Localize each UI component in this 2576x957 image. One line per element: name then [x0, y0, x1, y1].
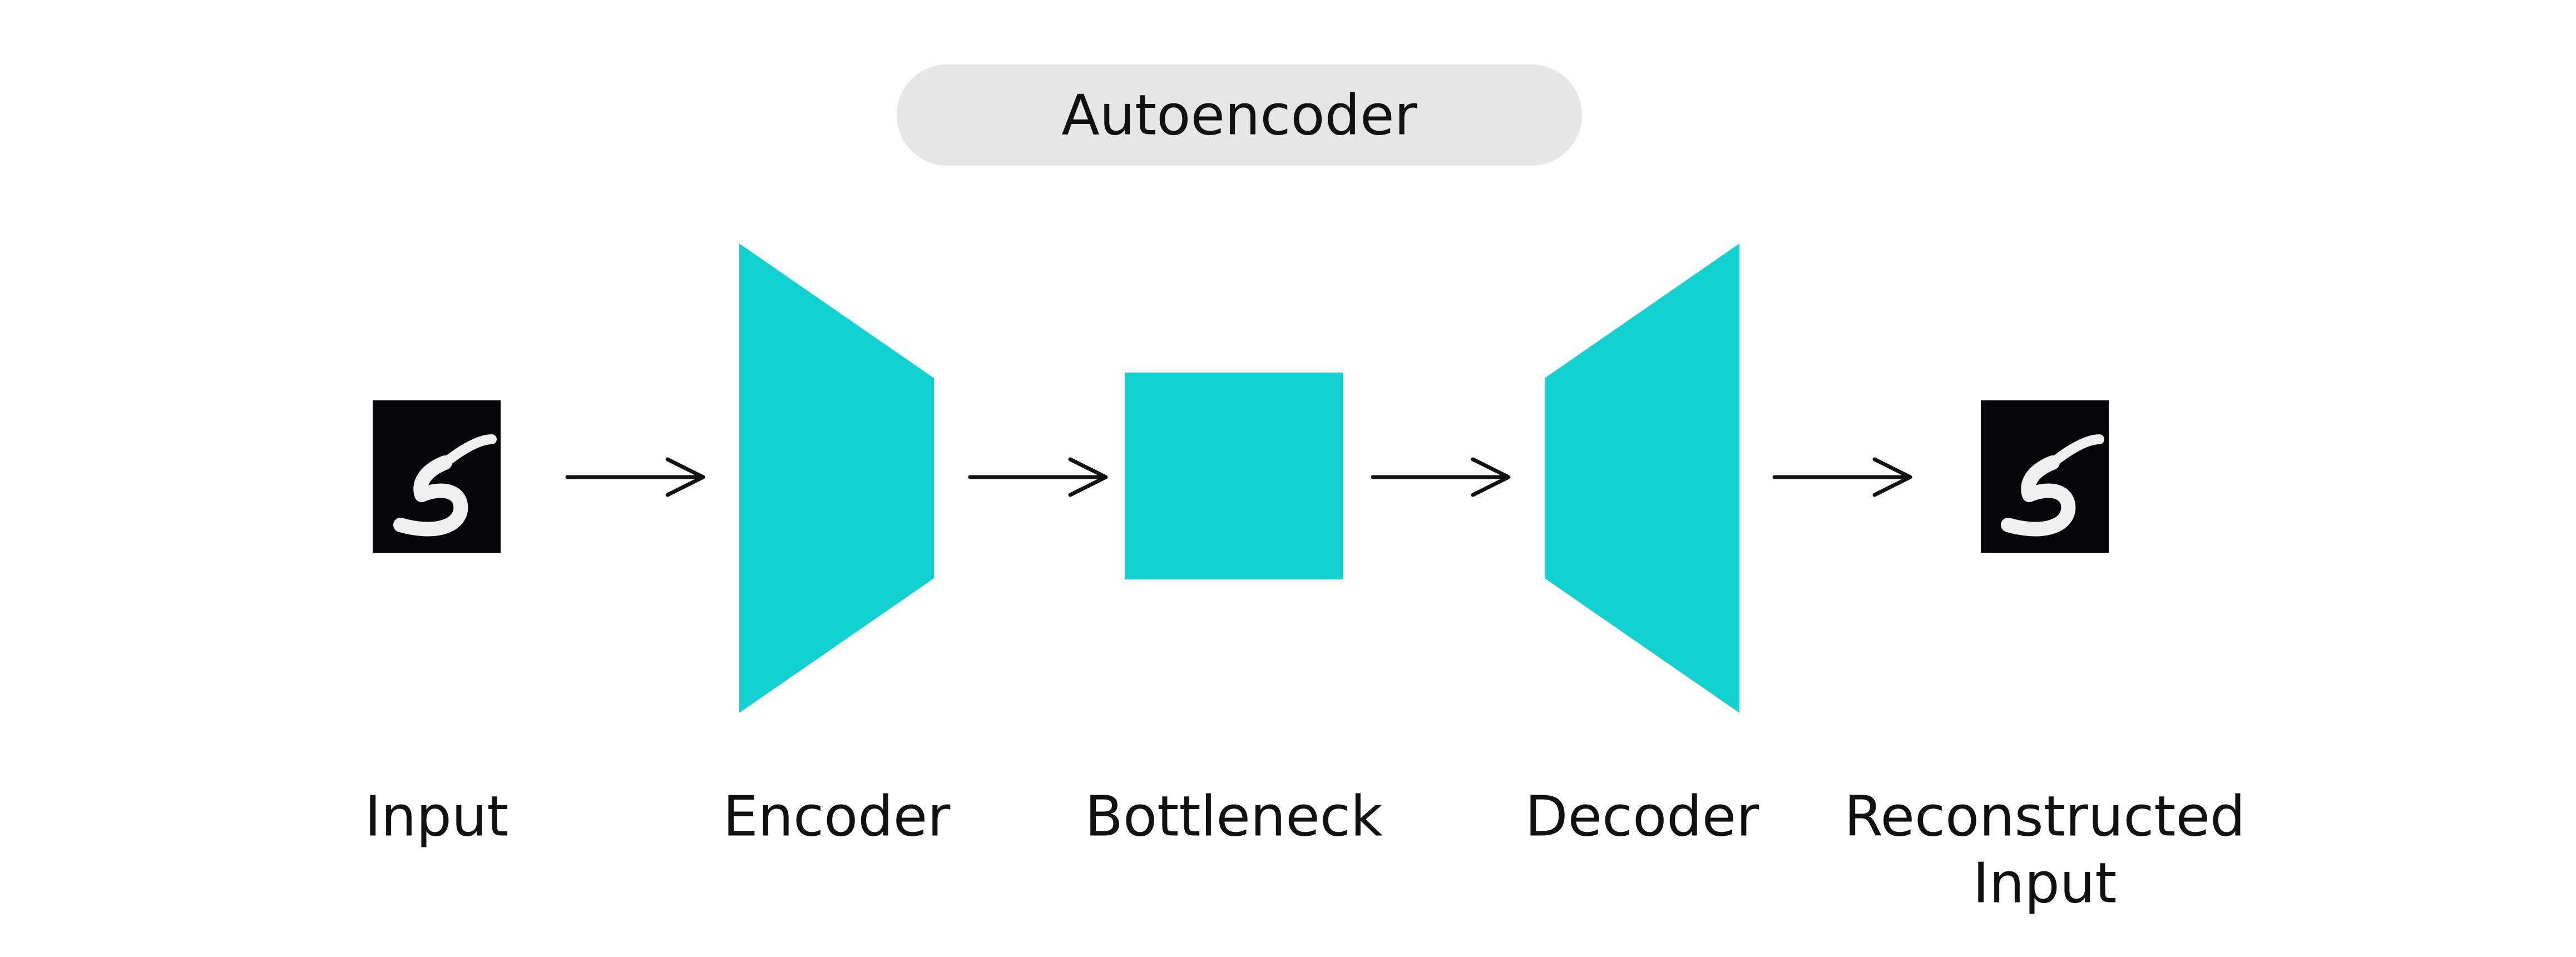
- title-pill: Autoencoder: [897, 65, 1582, 166]
- arrow-decoder-to-output: [1772, 457, 1912, 497]
- output-image: [1981, 400, 2109, 553]
- bottleneck-label: Bottleneck: [1085, 784, 1382, 849]
- title-pill-background: [897, 65, 1582, 166]
- reconstructed-label-line2: Input: [1973, 851, 2117, 916]
- decoder-block: [1545, 244, 1739, 713]
- output-digit-stroke: [2001, 455, 2076, 537]
- title-label: Autoencoder: [1061, 83, 1417, 148]
- bottleneck-block: [1125, 373, 1343, 579]
- input-digit-stroke: [393, 455, 468, 537]
- encoder-label: Encoder: [723, 784, 951, 849]
- encoder-block: [739, 244, 934, 713]
- input-digit-top: [439, 434, 497, 469]
- output-digit-top: [2046, 434, 2104, 469]
- reconstructed-label-line1: Reconstructed: [1844, 784, 2245, 849]
- arrow-encoder-to-bottleneck: [968, 457, 1108, 497]
- decoder-label: Decoder: [1525, 784, 1760, 849]
- arrow-input-to-encoder: [565, 457, 705, 497]
- input-image: [373, 400, 501, 553]
- arrow-bottleneck-to-decoder: [1371, 457, 1511, 497]
- input-label: Input: [365, 784, 509, 849]
